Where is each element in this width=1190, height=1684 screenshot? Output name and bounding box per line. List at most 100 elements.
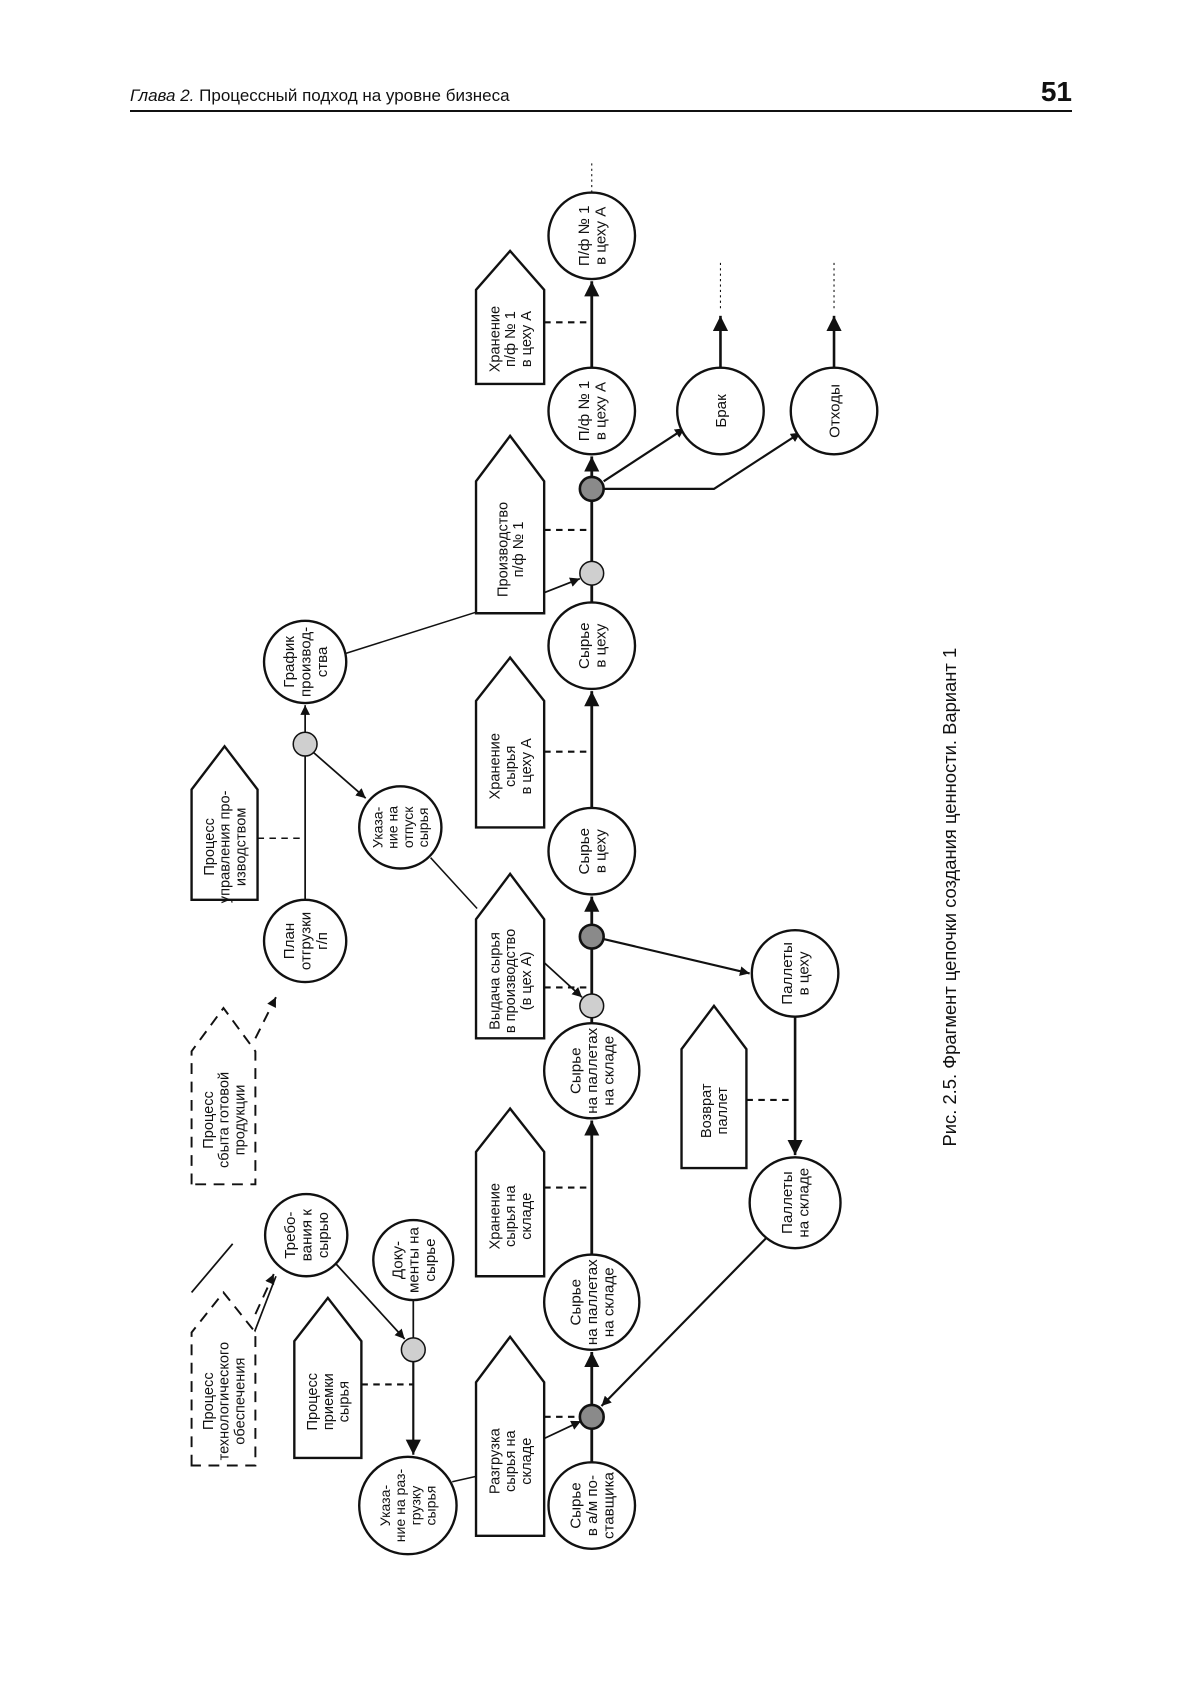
object-label-line: ставщика bbox=[600, 1471, 617, 1539]
object-sf-2[interactable]: П/ф № 1в цеху А bbox=[547, 191, 637, 281]
object-raw-pallets-1[interactable]: Сырьена паллетахна складе bbox=[542, 1253, 641, 1351]
flow-arrow bbox=[600, 1237, 767, 1407]
chapter-title: Процессный подход на уровне бизнеса bbox=[199, 86, 510, 105]
object-label: Доку-менты насырье bbox=[389, 1226, 439, 1293]
object-circle bbox=[542, 1253, 641, 1351]
process-label-line: (в цех А) bbox=[519, 952, 535, 1011]
process-label: Возвратпаллет bbox=[699, 1083, 731, 1138]
object-raw-shop-1[interactable]: Сырьев цеху bbox=[547, 806, 637, 896]
object-raw-truck[interactable]: Сырьев а/м по-ставщика bbox=[547, 1461, 637, 1550]
flow-arrow bbox=[602, 937, 750, 976]
process-label: Процессуправления про-изводством bbox=[202, 790, 250, 903]
object-label-line: Доку- bbox=[389, 1241, 406, 1279]
object-label: Планотгрузкиг/п bbox=[281, 912, 331, 970]
object-label-line: в цеху bbox=[796, 951, 813, 995]
links-layer bbox=[190, 160, 842, 1483]
object-label-line: Паллеты bbox=[779, 942, 796, 1005]
object-circle bbox=[547, 806, 637, 896]
flow-arrow bbox=[603, 427, 686, 483]
process-sf-storage[interactable]: Хранениеп/ф № 1в цеху А bbox=[474, 249, 546, 386]
object-circle bbox=[262, 619, 348, 705]
process-acceptance[interactable]: Процессприемкисырья bbox=[293, 1295, 363, 1460]
external-process-shape bbox=[190, 1290, 257, 1467]
object-label-line: ние на раз- bbox=[392, 1469, 408, 1543]
info-arrow bbox=[543, 577, 581, 594]
process-shape bbox=[293, 1295, 363, 1460]
object-pallets-shop[interactable]: Паллетыв цеху bbox=[750, 928, 840, 1018]
process-label-line: Производство bbox=[495, 502, 511, 597]
info-line bbox=[346, 611, 477, 654]
object-label-line: в цеху А bbox=[592, 206, 609, 265]
object-circle bbox=[262, 898, 348, 984]
process-production[interactable]: Производствоп/ф № 1 bbox=[474, 433, 546, 615]
object-label-line: на складе bbox=[796, 1168, 813, 1238]
object-label-line: Указа- bbox=[369, 806, 385, 848]
object-raw-pallets-2[interactable]: Сырьена паллетахна складе bbox=[542, 1021, 641, 1120]
junction-connector bbox=[578, 923, 605, 950]
junction-connector bbox=[579, 993, 605, 1019]
process-pallet-return[interactable]: Возвратпаллет bbox=[680, 1003, 748, 1170]
object-label-line: менты на bbox=[406, 1226, 423, 1293]
process-wh-storage[interactable]: Хранениесырья наскладе bbox=[474, 1106, 546, 1278]
object-label-line: на паллетах bbox=[584, 1027, 601, 1113]
object-req[interactable]: Требо-вания ксырью bbox=[263, 1192, 349, 1278]
process-label-line: изводством bbox=[233, 808, 249, 886]
process-sales[interactable]: Процесссбыта готовойпродукции bbox=[190, 1006, 257, 1186]
object-pallets-wh[interactable]: Паллетына складе bbox=[748, 1156, 842, 1250]
object-label: Сырьена паллетахна складе bbox=[568, 1259, 618, 1345]
object-sf-1[interactable]: П/ф № 1в цеху А bbox=[547, 366, 637, 456]
object-label-line: П/ф № 1 bbox=[576, 206, 593, 267]
info-line bbox=[430, 857, 478, 910]
object-circle bbox=[789, 366, 879, 456]
object-ship-plan[interactable]: Планотгрузкиг/п bbox=[262, 898, 348, 984]
process-label: Выдача сырьяв производство(в цех А) bbox=[487, 929, 535, 1033]
process-label-line: Хранение bbox=[487, 306, 503, 372]
process-label-line: управления про- bbox=[218, 790, 234, 903]
object-circle bbox=[547, 601, 637, 691]
process-label: Хранениесырья наскладе bbox=[487, 1183, 535, 1249]
object-label-line: График bbox=[281, 636, 298, 688]
object-schedule[interactable]: Графикпроизвод-ства bbox=[262, 619, 348, 705]
process-label-line: п/ф № 1 bbox=[511, 522, 527, 578]
process-issue[interactable]: Выдача сырьяв производство(в цех А) bbox=[474, 871, 546, 1040]
object-label-line: грузку bbox=[407, 1486, 423, 1526]
object-circle bbox=[748, 1156, 842, 1250]
object-unload-order[interactable]: Указа-ние на раз-грузкусырья bbox=[358, 1455, 458, 1556]
info-arrow bbox=[543, 961, 583, 998]
object-circle bbox=[547, 191, 637, 281]
junction-connector bbox=[292, 731, 318, 757]
object-release-order[interactable]: Указа-ние наотпусксырья bbox=[358, 785, 443, 870]
process-shape bbox=[474, 655, 546, 829]
process-label-line: Хранение bbox=[487, 1183, 503, 1249]
object-raw-shop-2[interactable]: Сырьев цеху bbox=[547, 601, 637, 691]
process-label-line: Разгрузка bbox=[487, 1427, 503, 1494]
object-label-line: П/ф № 1 bbox=[576, 381, 593, 442]
process-label-line: приемки bbox=[321, 1373, 337, 1430]
process-label-line: сырья bbox=[337, 1381, 353, 1422]
object-label-line: Сырье bbox=[576, 828, 593, 875]
process-label-line: сбыта готовой bbox=[217, 1072, 233, 1168]
object-label: П/ф № 1в цеху А bbox=[576, 381, 609, 442]
object-circle bbox=[542, 1021, 641, 1120]
process-tech-support[interactable]: Процесстехнологическогообеспечения bbox=[190, 1290, 257, 1467]
process-shop-storage[interactable]: Хранениесырьяв цеху А bbox=[474, 655, 546, 829]
object-docs[interactable]: Доку-менты насырье bbox=[372, 1218, 455, 1302]
processes-layer: Процесстехнологическогообеспечения Процес… bbox=[190, 249, 748, 1538]
process-label: Хранениеп/ф № 1в цеху А bbox=[487, 306, 535, 372]
object-label-line: Сырье bbox=[576, 622, 593, 669]
process-prod-mgmt[interactable]: Процессуправления про-изводством bbox=[190, 744, 259, 903]
object-label-line: производ- bbox=[297, 627, 314, 697]
object-label: Графикпроизвод-ства bbox=[281, 627, 331, 697]
figure-caption: Рис. 2.5. Фрагмент цепочки создания ценн… bbox=[939, 648, 960, 1147]
object-defect[interactable]: Брак bbox=[676, 366, 765, 456]
object-label: Отходы bbox=[826, 384, 843, 438]
process-unloading[interactable]: Разгрузкасырья наскладе bbox=[474, 1334, 546, 1538]
process-label-line: сырья bbox=[503, 746, 519, 787]
object-label-line: сырья bbox=[423, 1486, 439, 1526]
process-label: Процессприемкисырья bbox=[305, 1373, 353, 1431]
object-waste[interactable]: Отходы bbox=[789, 366, 879, 456]
process-label-line: в цеху А bbox=[519, 311, 535, 367]
object-label: Требо-вания ксырью bbox=[282, 1209, 332, 1261]
process-shape bbox=[474, 1334, 546, 1538]
object-label-line: на складе bbox=[600, 1036, 617, 1106]
